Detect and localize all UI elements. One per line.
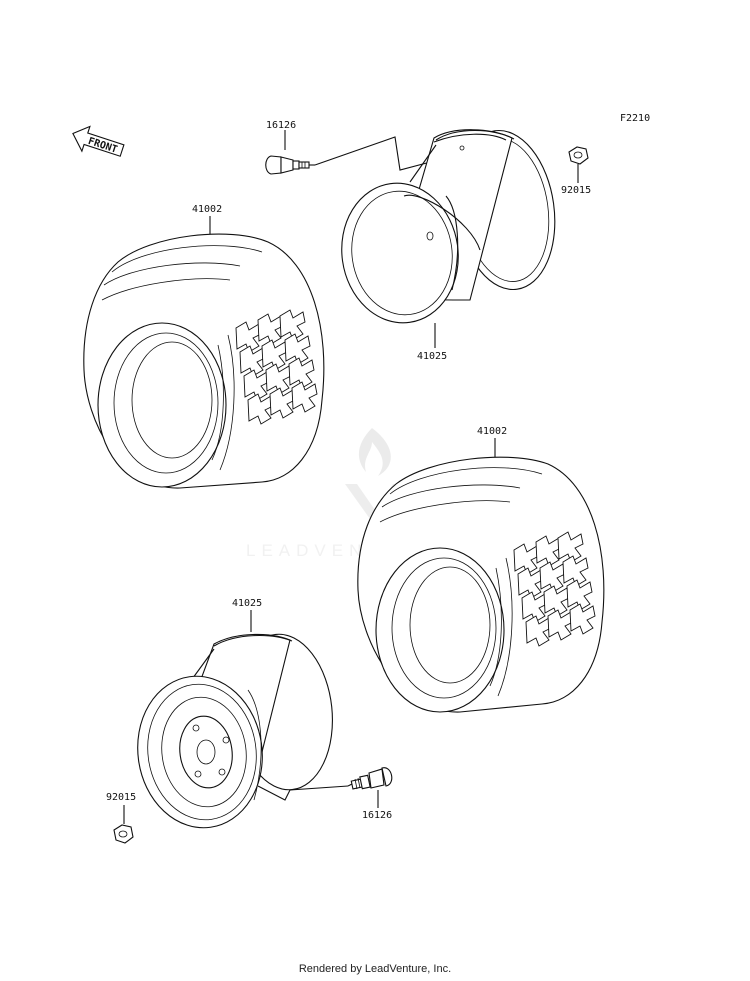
wheel-bottom-label: 41025 <box>232 598 262 609</box>
wheel-rim-bottom <box>137 633 333 829</box>
tire-left-label: 41002 <box>192 204 222 215</box>
nut-top-label: 92015 <box>561 185 591 196</box>
footer-credit: Rendered by LeadVenture, Inc. <box>298 963 452 975</box>
wheel-top-label: 41025 <box>417 351 447 362</box>
front-arrow-icon: FRONT <box>72 125 125 157</box>
lug-nut-bottom <box>113 824 134 844</box>
valve-bottom-label: 16126 <box>362 810 392 821</box>
valve-stem-bottom <box>347 767 393 790</box>
nut-bottom-label: 92015 <box>106 792 136 803</box>
valve-stem-top <box>265 155 315 175</box>
lug-nut-top <box>568 146 589 165</box>
figure-code: F2210 <box>620 113 650 124</box>
tire-right <box>357 456 605 713</box>
valve-top-label: 16126 <box>266 120 296 131</box>
wheel-rim-top <box>341 129 556 324</box>
tire-right-label: 41002 <box>477 426 507 437</box>
tire-left <box>83 233 325 489</box>
